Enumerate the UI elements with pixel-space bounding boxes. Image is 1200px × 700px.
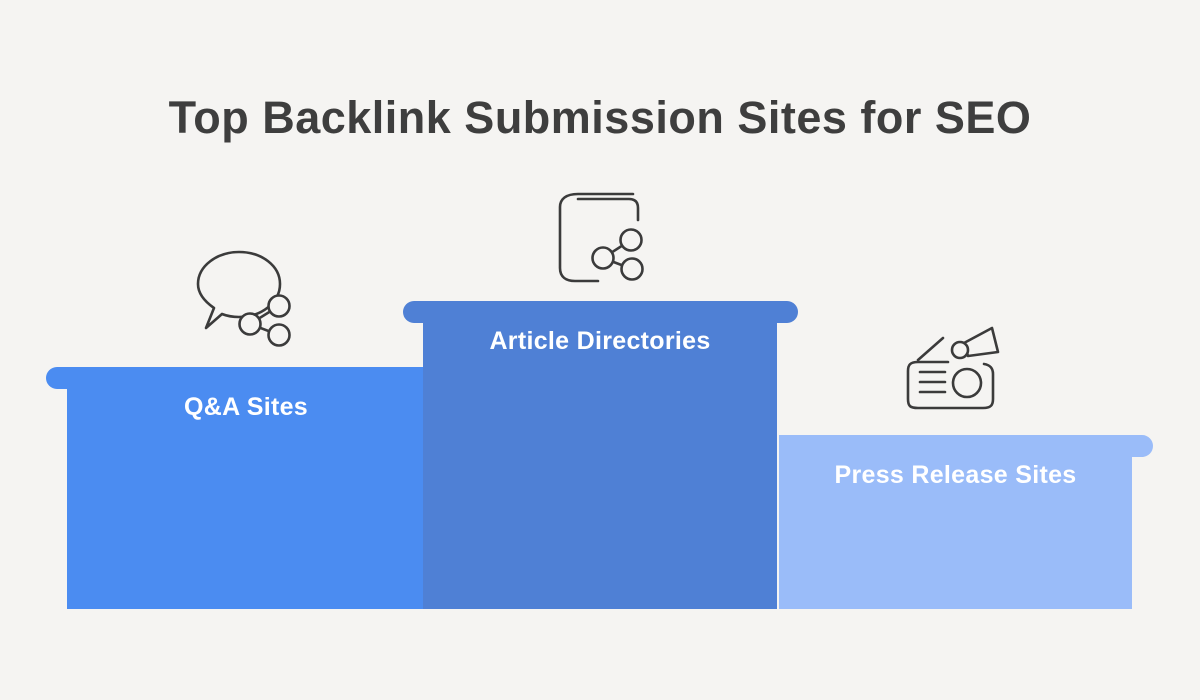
podium-bar-press-release-sites: Press Release Sites (779, 435, 1132, 609)
bar-label-qa-sites: Q&A Sites (183, 393, 309, 421)
page-title: Top Backlink Submission Sites for SEO (168, 92, 1032, 143)
bar-label-press-release-sites: Press Release Sites (834, 461, 1077, 489)
podium-bar-qa-sites: Q&A Sites (67, 367, 425, 609)
book-share-icon (552, 182, 648, 291)
podium-bar-article-directories: Article Directories (423, 301, 777, 609)
chat-share-icon (190, 246, 300, 356)
bar-label-article-directories: Article Directories (489, 327, 711, 355)
press-megaphone-icon (895, 325, 1010, 425)
